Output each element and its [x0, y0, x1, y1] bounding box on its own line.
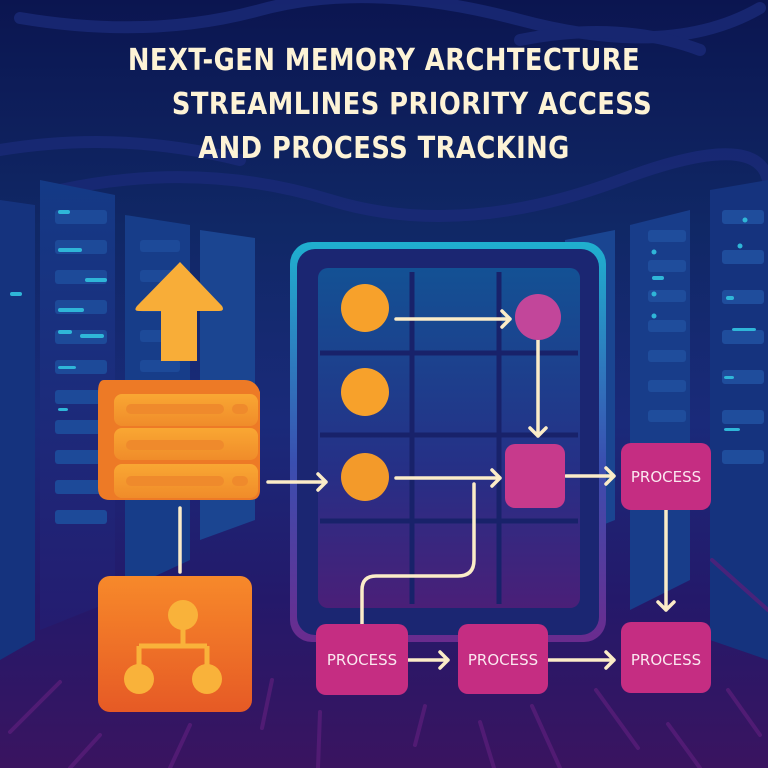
arrow-up-icon: [135, 262, 223, 361]
orange-node-3: [341, 453, 389, 501]
process-node-bottom-left[interactable]: PROCESS: [316, 624, 408, 695]
priority-node: [515, 294, 561, 340]
floor-streaks: [8, 558, 768, 768]
process-node-right[interactable]: PROCESS: [621, 443, 711, 510]
process-label: PROCESS: [631, 468, 701, 486]
title-line-1: NEXT-GEN MEMORY ARCHTECTURE: [127, 43, 641, 78]
process-node-bottom-right[interactable]: PROCESS: [621, 622, 711, 693]
process-label: PROCESS: [468, 651, 538, 669]
title-line-2: STREAMLINES PRIORITY ACCESS: [171, 87, 653, 122]
process-label: PROCESS: [327, 651, 397, 669]
wave-decoration: [0, 0, 768, 222]
merge-node: [505, 444, 565, 508]
orange-node-1: [341, 284, 389, 332]
memory-grid-panel: [290, 242, 606, 642]
process-label: PROCESS: [631, 651, 701, 669]
connectors: [178, 309, 676, 670]
server-stack-icon: [98, 380, 260, 500]
process-node-bottom-middle[interactable]: PROCESS: [458, 624, 548, 694]
title-line-3: AND PROCESS TRACKING: [198, 131, 570, 166]
orange-node-2: [341, 368, 389, 416]
hierarchy-tree-icon: [98, 576, 252, 712]
